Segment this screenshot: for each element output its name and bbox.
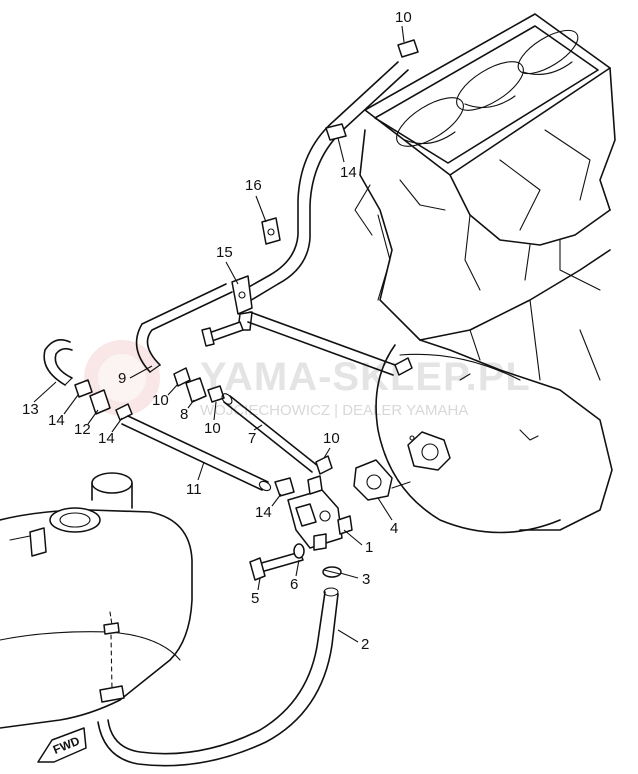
callout-3: 3 (362, 571, 370, 588)
callout-8: 8 (180, 406, 188, 423)
fuel-tank (0, 472, 193, 729)
callout-12: 12 (74, 421, 91, 438)
clamp-and-filter-8 (173, 367, 225, 403)
bolt-part-5 (249, 551, 304, 581)
callout-14: 14 (98, 430, 115, 447)
hose-part-2 (97, 587, 339, 767)
callouts: 10 14 16 15 9 13 14 12 14 10 8 10 7 10 1… (22, 9, 412, 653)
callout-13: 13 (22, 401, 39, 418)
watermark-subtitle: WOJCIECHOWICZ | DEALER YAMAHA (200, 402, 468, 419)
callout-14: 14 (48, 412, 65, 429)
callout-6: 6 (290, 576, 298, 593)
callout-2: 2 (361, 636, 369, 653)
callout-1: 1 (365, 539, 373, 556)
hose-13 (43, 339, 73, 386)
callout-10: 10 (323, 430, 340, 447)
callout-9: 9 (118, 370, 126, 387)
callout-14: 14 (340, 164, 357, 181)
callout-7: 7 (248, 430, 256, 447)
breather-rod (249, 311, 396, 366)
bolt (201, 321, 244, 347)
hose-11 (121, 415, 272, 492)
part-15-bracket (231, 275, 253, 331)
hose-9 (135, 283, 233, 373)
watermark-title: YAMA-SKLEP.PL (200, 355, 531, 399)
callout-10: 10 (152, 392, 169, 409)
clamp-and-filter-12 (74, 379, 133, 421)
upper-fuel-hose (239, 39, 419, 303)
callout-16: 16 (245, 177, 262, 194)
gasket-part-4 (353, 459, 411, 501)
fwd-direction-badge: FWD (37, 727, 87, 763)
callout-4: 4 (390, 520, 398, 537)
engine-block (354, 13, 616, 534)
callout-10: 10 (204, 420, 221, 437)
callout-5: 5 (251, 590, 259, 607)
callout-14: 14 (255, 504, 272, 521)
callout-11: 11 (186, 481, 202, 498)
callout-15: 15 (216, 244, 233, 261)
fuel-cock-part-1 (274, 475, 353, 551)
callout-10: 10 (395, 9, 412, 26)
clamp-part-3 (322, 566, 342, 578)
washer-part-6 (293, 543, 305, 559)
part-16-clip (261, 217, 281, 245)
